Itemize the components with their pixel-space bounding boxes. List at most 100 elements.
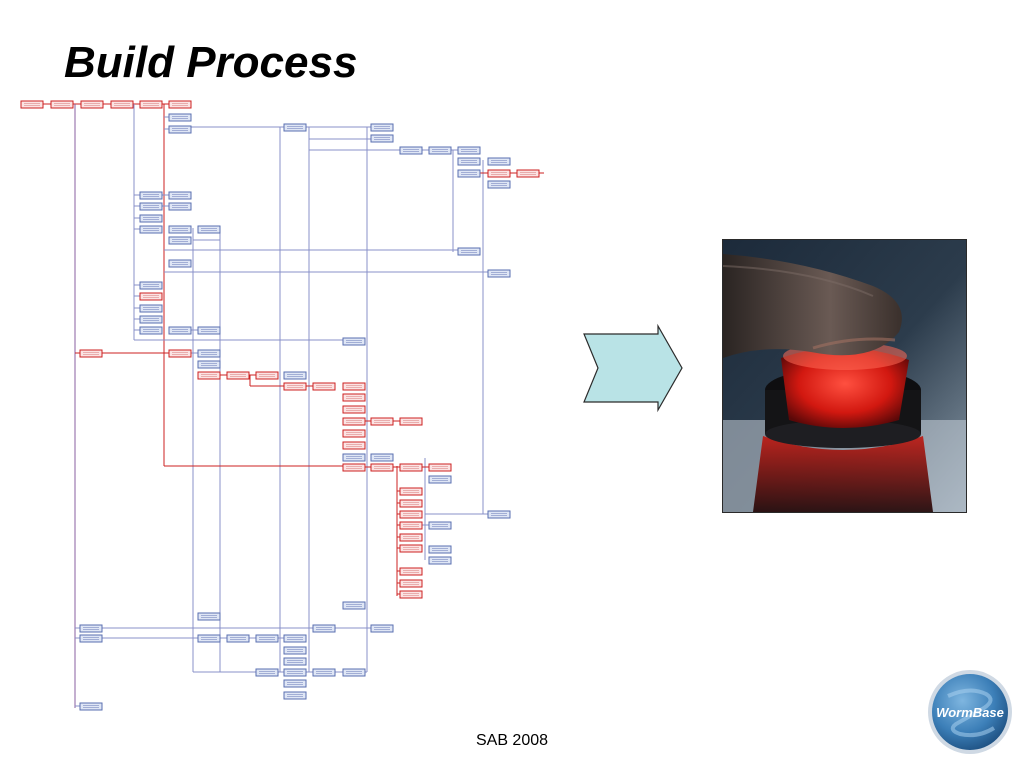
critical-step-node [487, 169, 511, 178]
critical-step-node [399, 579, 423, 588]
step-node [428, 475, 452, 484]
step-node [255, 634, 279, 643]
step-node [487, 510, 511, 519]
step-node [168, 236, 192, 245]
critical-step-node [312, 382, 336, 391]
step-node [283, 691, 307, 700]
critical-step-node [399, 533, 423, 542]
step-node [197, 349, 221, 358]
step-node [197, 634, 221, 643]
critical-step-node [139, 292, 163, 301]
step-node [370, 123, 394, 132]
step-node [342, 668, 366, 677]
critical-step-node [342, 441, 366, 450]
critical-step-node [342, 382, 366, 391]
step-node [457, 247, 481, 256]
step-node [168, 225, 192, 234]
step-node [283, 668, 307, 677]
critical-step-node [399, 499, 423, 508]
step-node [370, 453, 394, 462]
step-node [139, 315, 163, 324]
step-node [487, 157, 511, 166]
step-node [255, 668, 279, 677]
slide-title: Build Process [64, 38, 358, 87]
logo-text: WormBase [936, 705, 1004, 720]
critical-step-node [399, 521, 423, 530]
step-node [168, 259, 192, 268]
step-node [428, 556, 452, 565]
finger-pressing-red-button-photo [722, 239, 967, 513]
step-node [312, 624, 336, 633]
critical-step-node [226, 371, 250, 380]
critical-step-node [110, 100, 134, 109]
critical-step-node [255, 371, 279, 380]
right-arrow-shape [583, 323, 683, 413]
step-node [283, 679, 307, 688]
step-node [428, 521, 452, 530]
step-node [139, 281, 163, 290]
critical-step-node [342, 463, 366, 472]
step-node [168, 326, 192, 335]
step-node [399, 146, 423, 155]
step-node [457, 146, 481, 155]
step-node [283, 657, 307, 666]
critical-step-node [50, 100, 74, 109]
step-node [370, 134, 394, 143]
critical-step-node [283, 382, 307, 391]
critical-step-node [399, 590, 423, 599]
step-node [139, 304, 163, 313]
step-node [168, 202, 192, 211]
critical-step-node [342, 417, 366, 426]
step-node [197, 612, 221, 621]
critical-step-node [20, 100, 44, 109]
critical-step-node [370, 417, 394, 426]
step-node [342, 601, 366, 610]
critical-step-node [139, 100, 163, 109]
critical-step-node [399, 544, 423, 553]
critical-step-node [79, 349, 103, 358]
step-node [139, 202, 163, 211]
step-node [457, 169, 481, 178]
critical-step-node [399, 510, 423, 519]
step-node [197, 326, 221, 335]
step-node [197, 360, 221, 369]
step-node [457, 157, 481, 166]
critical-step-node [399, 463, 423, 472]
step-node [79, 634, 103, 643]
critical-step-node [197, 371, 221, 380]
step-node [370, 624, 394, 633]
step-node [487, 269, 511, 278]
step-node [342, 453, 366, 462]
critical-step-node [168, 100, 192, 109]
step-node [79, 624, 103, 633]
step-node [428, 545, 452, 554]
critical-step-node [516, 169, 540, 178]
step-node [312, 668, 336, 677]
step-node [283, 634, 307, 643]
step-node [79, 702, 103, 711]
step-node [139, 326, 163, 335]
critical-step-node [399, 567, 423, 576]
critical-step-node [342, 429, 366, 438]
critical-step-node [399, 487, 423, 496]
step-node [342, 337, 366, 346]
step-node [487, 180, 511, 189]
build-process-flowchart [20, 100, 544, 711]
step-node [139, 214, 163, 223]
step-node [168, 125, 192, 134]
critical-step-node [428, 463, 452, 472]
step-node [139, 225, 163, 234]
wormbase-logo: WormBase [926, 668, 1014, 756]
step-node [226, 634, 250, 643]
step-node [197, 225, 221, 234]
step-node [168, 191, 192, 200]
critical-step-node [399, 417, 423, 426]
critical-step-node [168, 349, 192, 358]
step-node [168, 113, 192, 122]
slide-footer: SAB 2008 [475, 732, 549, 749]
step-node [283, 371, 307, 380]
critical-step-node [342, 405, 366, 414]
critical-step-node [80, 100, 104, 109]
critical-step-node [342, 393, 366, 402]
step-node [283, 646, 307, 655]
